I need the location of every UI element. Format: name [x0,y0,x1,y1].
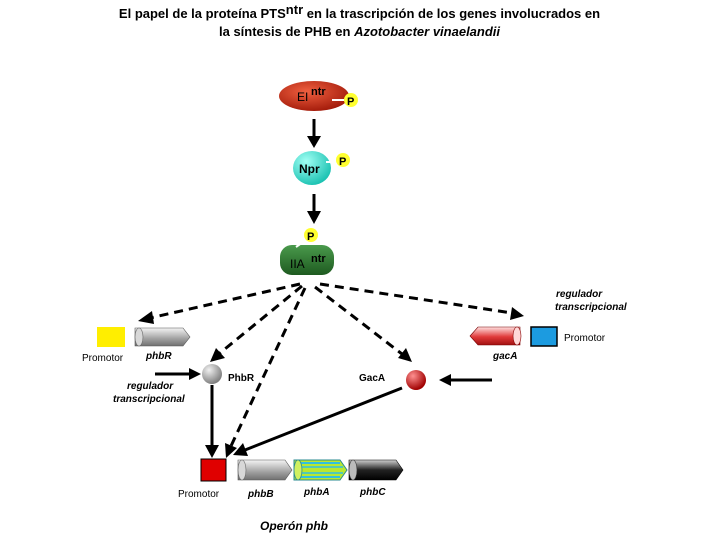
title-text-1a: El papel de la proteína PTS [118,6,286,21]
dashed-arrow-to-gaca-promotor [319,282,524,320]
phbr-gene-label: phbR [145,351,172,362]
npr-phosphate-label: P [339,156,346,168]
phba-gene [293,459,348,481]
right-regulator-line1: regulador [556,289,603,300]
operon-promotor-box [200,458,227,482]
iia-phosphate-label: P [307,231,314,243]
arrow-regulator-to-gaca [439,374,492,386]
phbr-protein [202,364,222,384]
arrow-phbr-to-operon [205,385,219,458]
right-regulator-line2: transcripcional [555,302,627,313]
npr-protein: Npr [293,151,331,185]
ei-phosphate: P [332,93,358,108]
phbr-gene [134,327,191,347]
phbr-protein-label: PhbR [228,373,255,384]
gaca-gene [469,326,522,346]
iia-superscript: ntr [311,253,326,265]
left-regulator-line1: regulador [127,381,174,392]
diagram-title-line1: El papel de la proteína PTSntr en la tra… [0,2,719,21]
ei-phosphate-label: P [347,96,354,108]
phbr-promotor-label: Promotor [82,353,124,364]
ei-superscript: ntr [311,86,326,98]
phbb-gene [237,459,293,481]
title-text-2a: la síntesis de PHB en [218,24,355,39]
title-text-1b: en la trascripción de los genes involucr… [303,6,601,21]
arrow-regulator-to-phbr [155,368,201,380]
title-organism: Azotobacter vinaelandii [354,24,501,39]
gaca-protein [406,370,426,390]
iia-label: IIA [290,257,305,271]
gaca-promotor-label: Promotor [564,333,606,344]
phbc-gene-label: phbC [359,487,386,498]
gaca-gene-label: gacA [492,351,517,362]
arrow-ei-to-npr [307,119,321,148]
ei-ntr-protein: EI ntr [279,81,349,111]
phbb-gene-label: phbB [247,489,274,500]
operon-label: Operón phb [260,519,328,533]
title-superscript: ntr [285,2,304,17]
npr-phosphate: P [326,153,350,168]
arrow-gaca-to-operon [233,386,403,456]
iia-phosphate: P [302,228,318,244]
dashed-arrow-to-phbr-promotor [138,282,301,324]
phba-gene-label: phbA [303,487,330,498]
phbc-gene [348,459,404,481]
gaca-protein-label: GacA [359,373,385,384]
npr-label: Npr [299,162,320,176]
arrow-npr-to-iia [307,194,321,224]
operon-promotor-label: Promotor [178,489,220,500]
ei-label: EI [297,90,308,104]
dashed-arrow-to-phbr [210,284,303,362]
diagram-title-line2: la síntesis de PHB en Azotobacter vinael… [0,24,719,39]
phbr-promotor-box [97,327,125,347]
dashed-arrow-to-operon [225,287,307,458]
iia-ntr-protein: IIA ntr [280,241,334,275]
dashed-arrow-to-gaca [314,285,412,362]
gaca-promotor-box [530,326,558,347]
left-regulator-line2: transcripcional [113,394,185,405]
